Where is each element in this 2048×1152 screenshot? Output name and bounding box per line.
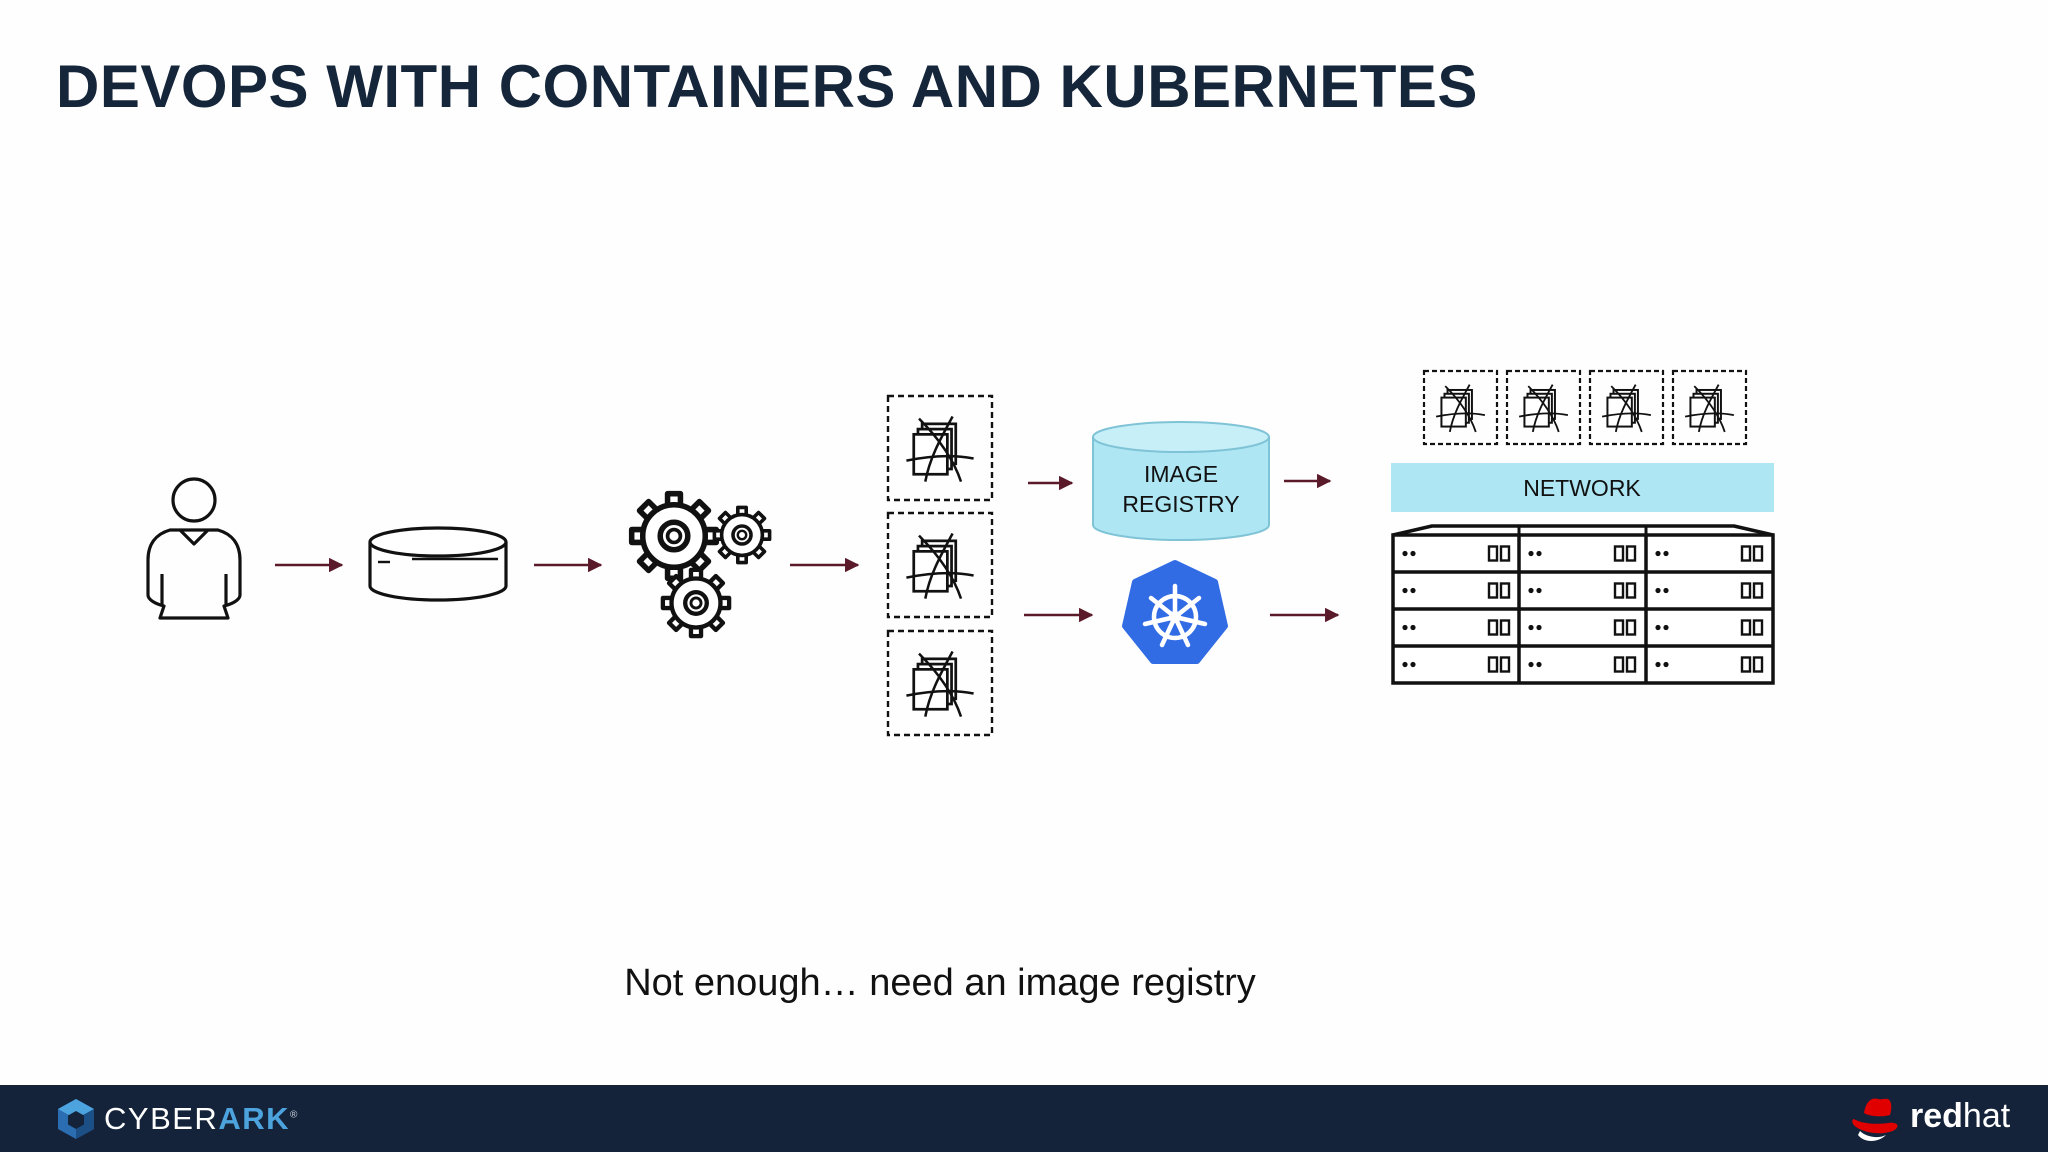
- container-images: [886, 394, 994, 737]
- container-image-icon: [1684, 383, 1735, 433]
- server-rack-icon: [1391, 524, 1775, 685]
- redhat-logo-icon: [1852, 1098, 1898, 1141]
- running-containers: [1422, 369, 1748, 446]
- gears-icon: [632, 494, 772, 636]
- image-registry-icon: IMAGE REGISTRY: [1092, 421, 1270, 541]
- registry-label-line2: REGISTRY: [1122, 491, 1239, 517]
- footer-bar: CYBERARK® redhat: [0, 1085, 2048, 1152]
- container-image-icon: [1518, 383, 1569, 433]
- container-image-icon: [1601, 383, 1652, 433]
- cyberark-logo-icon: [58, 1099, 94, 1139]
- registry-label-line1: IMAGE: [1144, 461, 1218, 487]
- container-image-icon: [905, 415, 975, 483]
- network-label: NETWORK: [1523, 475, 1641, 501]
- cyberark-wordmark-bold: CYBER: [104, 1101, 219, 1136]
- repository-icon: [368, 526, 508, 602]
- slide-title: DEVOPS WITH CONTAINERS AND KUBERNETES: [56, 53, 1478, 120]
- kubernetes-icon: [1122, 560, 1228, 664]
- container-image-icon: [905, 650, 975, 718]
- slide-caption: Not enough… need an image registry: [624, 962, 1256, 1004]
- network-bar: NETWORK: [1391, 463, 1774, 512]
- redhat-wordmark-light: hat: [1962, 1097, 2011, 1135]
- cyberark-wordmark-accent: ARK: [218, 1101, 290, 1136]
- container-image-icon: [905, 532, 975, 600]
- cyberark-trademark: ®: [289, 1109, 299, 1121]
- user-icon: [146, 477, 242, 620]
- redhat-wordmark: redhat: [1910, 1097, 2010, 1136]
- redhat-wordmark-bold: red: [1910, 1097, 1963, 1135]
- container-image-icon: [1435, 383, 1486, 433]
- cyberark-wordmark: CYBERARK®: [104, 1101, 299, 1137]
